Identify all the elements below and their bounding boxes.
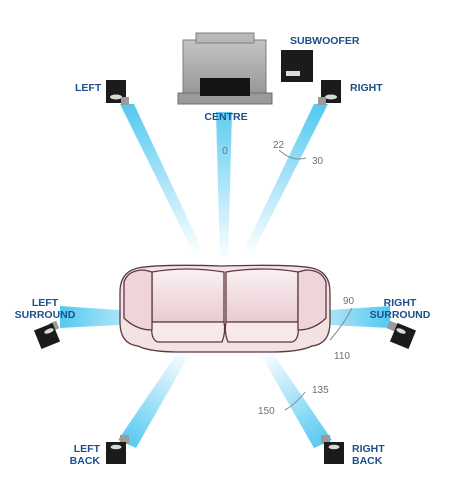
beam-right-back [258,346,332,448]
label-left-surround-line2: SURROUND [15,309,76,321]
angle-front-right-max: 30 [312,156,324,167]
arc-front-right [278,149,307,160]
sofa-arm-right [297,269,327,331]
beam-right [240,104,328,258]
sofa-cushion-right [224,321,300,343]
angle-surround-min: 90 [343,296,355,307]
angle-back-max: 150 [258,406,275,417]
label-left-back-line2: BACK [70,455,101,467]
speaker-left-surround [33,320,61,350]
subwoofer-speaker [281,50,313,82]
sofa-cushion-left [150,321,226,343]
sofa-back-left [151,268,225,323]
speaker-right [318,80,341,105]
label-right-surround-line2: SURROUND [370,309,431,321]
label-right-surround-line1: RIGHT [384,297,417,309]
label-left-surround-line1: LEFT [32,297,59,309]
label-subwoofer: SUBWOOFER [290,35,360,47]
label-right-back-line1: RIGHT [352,443,385,455]
angle-back-min: 135 [312,385,329,396]
sofa [119,264,331,353]
angle-front-center: 0 [222,146,228,157]
speaker-left [106,80,129,105]
beam-centre [216,112,232,262]
label-right-back-line2: BACK [352,455,383,467]
sofa-back-right [225,268,299,323]
arc-right-back [284,391,306,411]
label-left-back-line1: LEFT [74,443,101,455]
tv-centre-unit [177,32,273,105]
label-right: RIGHT [350,82,383,94]
sound-beams [60,104,390,448]
speaker-right-back [321,435,344,464]
speaker-right-surround [386,320,417,350]
arc-right-surround [329,307,353,341]
beam-left-back [118,346,192,448]
label-centre: CENTRE [204,111,247,123]
angle-surround-max: 110 [334,351,350,362]
sofa-arm-left [123,269,153,331]
label-left: LEFT [75,82,102,94]
beam-left [120,104,206,258]
speaker-left-back [106,435,129,464]
angle-front-right-min: 22 [273,140,285,151]
